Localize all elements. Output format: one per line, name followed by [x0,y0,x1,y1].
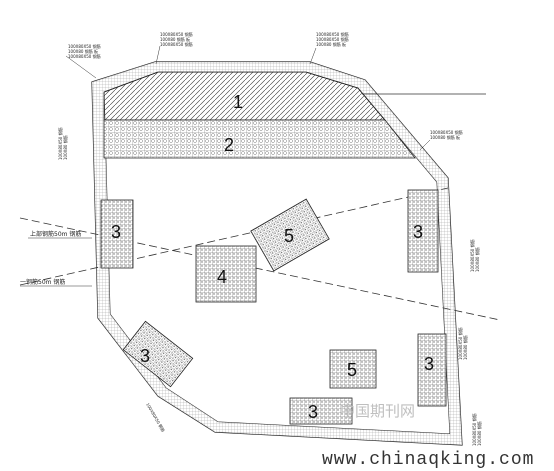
annotation-top-left: 100X80X50 钢筋 100X80 钢筋 板 100X80X50 钢筋 [65,43,101,79]
watermark-url: www.chinaqking.com [322,450,534,470]
zone-3-left-area [100,199,134,269]
zone-5-upper-area [250,198,330,272]
svg-text:100X80 钢筋 板: 100X80 钢筋 板 [316,41,346,47]
svg-text:100X80X50 钢筋: 100X80X50 钢筋 [160,41,193,47]
svg-text:100X80X50 钢筋: 100X80X50 钢筋 [471,413,477,446]
annotation-right-lower: 100X80X50 钢筋 100X80 钢筋 [457,327,468,360]
zone-4-area [195,245,257,303]
annotation-bottom-right: 100X80X50 钢筋 100X80 钢筋 [471,413,482,446]
annotation-bottom-left: 100X80X50 钢筋 [145,402,166,433]
zone-3-right-lower-label: 3 [424,354,434,374]
upper-side-label: 上部钢筋50m 钢筋 [30,230,81,238]
svg-text:100X80 钢筋 板: 100X80 钢筋 板 [430,134,460,140]
zone-5-lower-label: 5 [347,360,357,380]
svg-text:100X80X50 钢筋: 100X80X50 钢筋 [68,53,101,59]
svg-text:100X80X50 钢筋: 100X80X50 钢筋 [57,127,63,160]
annotation-right-mid: 100X80X50 钢筋 100X80 钢筋 [469,239,480,272]
svg-text:100X80 钢筋: 100X80 钢筋 [462,335,468,360]
annotation-top-mid: 100X80X50 钢筋 100X80 钢筋 板 100X80X50 钢筋 [155,31,193,65]
upper-dashed-line [19,217,501,321]
svg-text:100X80 钢筋 板: 100X80 钢筋 板 [160,36,190,42]
svg-text:100X80 钢筋: 100X80 钢筋 [474,247,480,272]
svg-text:100X80X50 钢筋: 100X80X50 钢筋 [160,31,193,37]
zone-2-label: 2 [224,135,234,155]
zone-2-area [103,119,416,159]
zone-3-right-lower-area [417,333,447,407]
zone-4-label: 4 [217,267,227,287]
svg-text:100X80 钢筋: 100X80 钢筋 [476,421,482,446]
annotation-left-mid: 100X80X50 钢筋 100X80 钢筋 [57,127,68,160]
svg-text:100X80X50 钢筋: 100X80X50 钢筋 [430,129,463,135]
zone-3-left-label: 3 [111,222,121,242]
zone-3-bottom-left-label: 3 [140,346,150,366]
zone-3-right-upper-area [407,189,439,273]
svg-text:100X80X50 钢筋: 100X80X50 钢筋 [316,31,349,37]
zone-3-bottom-area [289,397,353,425]
lower-side-label: 一钢筋50m 钢筋 [20,278,65,286]
svg-text:100X80X50 钢筋: 100X80X50 钢筋 [145,402,166,433]
zone-3-bottom-left-area [122,320,194,388]
zone-3-bottom-label: 3 [308,402,318,422]
svg-text:100X80 钢筋 板: 100X80 钢筋 板 [68,48,98,54]
annotation-right-upper: 100X80X50 钢筋 100X80 钢筋 板 [419,129,463,151]
svg-text:100X80X50 钢筋: 100X80X50 钢筋 [469,239,475,272]
lower-dashed-line [19,187,449,286]
watermark-cn: 中国期刊网 [340,402,415,420]
zone-5-upper-label: 5 [284,226,294,246]
zone-1-label: 1 [233,92,243,112]
zone-3-right-upper-label: 3 [413,222,423,242]
svg-text:100X80 钢筋: 100X80 钢筋 [62,135,68,160]
zone-5-lower-area [329,349,377,389]
annotation-top-right: 100X80X50 钢筋 100X80X50 钢筋 100X80 钢筋 板 [309,31,349,65]
svg-text:100X80X50 钢筋: 100X80X50 钢筋 [457,327,463,360]
svg-text:100X80X50 钢筋: 100X80X50 钢筋 [316,36,349,42]
svg-text:100X80X50 钢筋: 100X80X50 钢筋 [68,43,101,49]
